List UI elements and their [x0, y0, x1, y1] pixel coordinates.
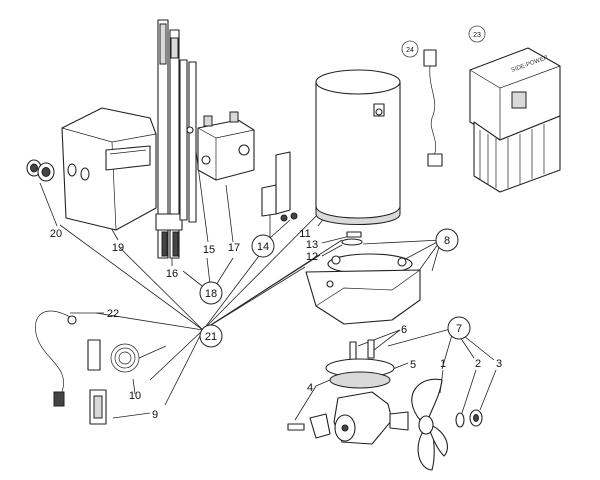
callout-22: 22	[107, 308, 119, 320]
brush-holder-part	[87, 339, 107, 425]
callout-12: 12	[306, 251, 318, 263]
callout-14: 14	[257, 241, 269, 253]
terminal-bar-parts	[155, 19, 183, 259]
callout-15: 15	[203, 244, 215, 256]
bracket-part	[261, 151, 298, 222]
callout-circle-24	[401, 40, 419, 58]
shaft-small-parts	[341, 231, 363, 246]
grommet-parts	[26, 159, 55, 182]
callout-6: 6	[401, 324, 407, 336]
callout-circle-8	[435, 228, 459, 252]
callout-16: 16	[166, 268, 178, 280]
callout-3: 3	[496, 358, 502, 370]
callouts: 18 21 14 8 7 24 23 20 19 16 15 17 11 13 …	[50, 25, 502, 421]
callout-circle-14	[251, 234, 275, 258]
cable-part	[35, 310, 77, 407]
callout-10: 10	[129, 390, 141, 402]
callout-circle-21	[199, 324, 223, 348]
callout-23: 23	[473, 32, 481, 39]
callout-circle-23	[468, 25, 486, 43]
callout-17: 17	[228, 242, 240, 254]
callout-18: 18	[205, 288, 217, 300]
callout-19: 19	[112, 242, 124, 254]
callout-circle-7	[447, 316, 471, 340]
callout-7: 7	[456, 323, 462, 335]
callout-4: 4	[307, 382, 313, 394]
short-bar-parts	[179, 59, 197, 223]
motor-cover-part	[61, 107, 157, 231]
callout-1: 1	[440, 358, 446, 370]
solenoid-relay-part	[197, 111, 255, 181]
washer-nut-parts	[455, 409, 483, 428]
gasket-bolt-parts	[325, 339, 395, 389]
control-cable-part	[423, 49, 443, 167]
callout-5: 5	[410, 359, 416, 371]
callout-8: 8	[444, 235, 450, 247]
callout-9: 9	[152, 409, 158, 421]
propeller-part	[411, 378, 448, 471]
callout-20: 20	[50, 228, 62, 240]
controller-box-part: SIDE-POWER	[469, 47, 561, 193]
callout-13: 13	[306, 239, 318, 251]
callout-2: 2	[475, 358, 481, 370]
motor-bracket-part	[305, 253, 421, 325]
callout-21: 21	[205, 331, 217, 343]
callout-11: 11	[299, 228, 310, 240]
electric-motor-part	[315, 69, 401, 225]
callout-24: 24	[406, 47, 414, 54]
callout-circle-18	[199, 281, 223, 305]
spring-part	[110, 343, 167, 373]
gearleg-part	[287, 391, 409, 445]
